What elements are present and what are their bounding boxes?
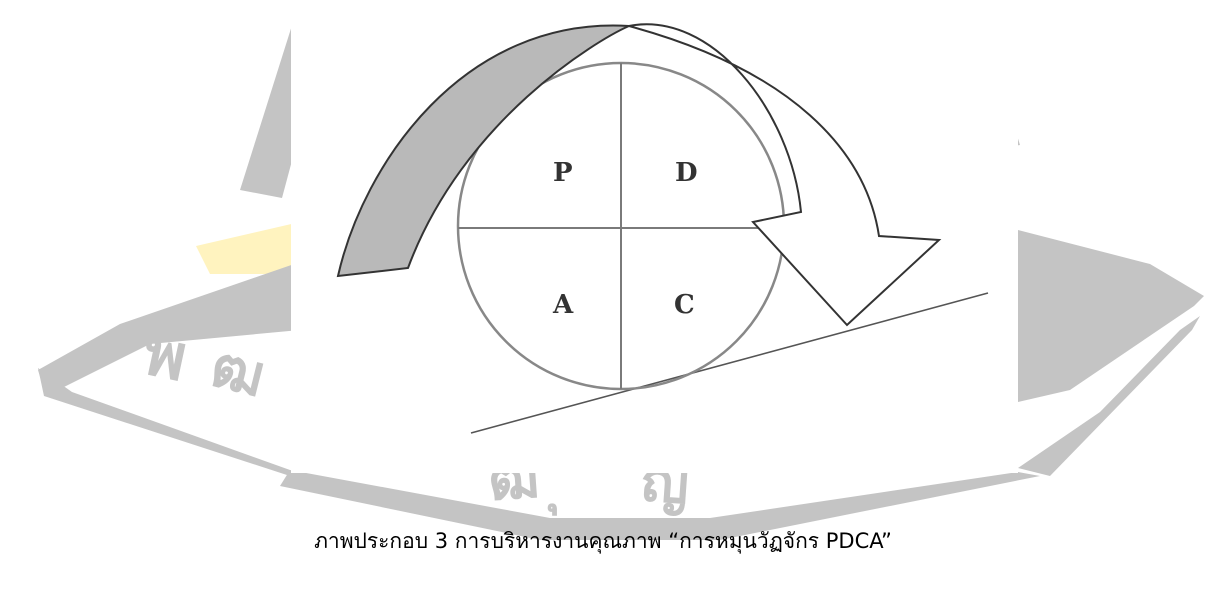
figure-caption: ภาพประกอบ 3 การบริหารงานคุณภาพ “การหมุนว…: [0, 526, 1206, 556]
quadrant-p-label: P: [553, 158, 573, 188]
pdca-figure: P D A C: [291, 0, 1018, 473]
svg-text:ุ: ุ: [547, 503, 557, 516]
quadrant-a-label: A: [552, 290, 574, 320]
pdca-diagram: P D A C: [291, 0, 1018, 473]
quadrant-c-label: C: [674, 290, 695, 320]
slope-line: [471, 293, 988, 433]
cycle-arrow-band: [338, 26, 629, 276]
quadrant-d-label: D: [675, 158, 698, 188]
svg-text:ฒ: ฒ: [205, 332, 272, 411]
